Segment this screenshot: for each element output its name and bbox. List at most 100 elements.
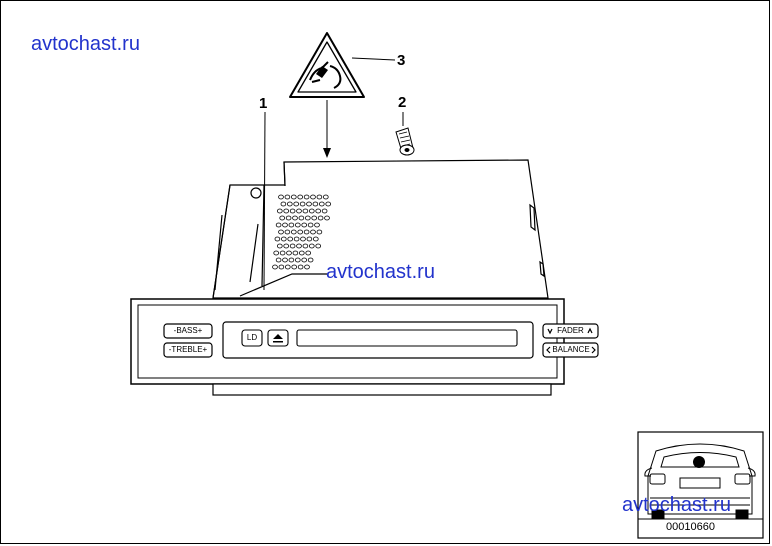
vent-hole (293, 201, 300, 207)
vent-hole (289, 208, 296, 214)
vent-hole (317, 215, 324, 221)
vent-hole (292, 250, 299, 256)
balance-arrow-icon (546, 346, 596, 354)
vent-hole (276, 208, 283, 214)
vent-hole (275, 222, 282, 228)
vent-hole (297, 264, 304, 270)
vent-hole (288, 222, 295, 228)
vent-hole (284, 264, 291, 270)
car-rear-icon (637, 431, 764, 539)
vent-hole (297, 194, 304, 200)
leader-line-1 (263, 111, 266, 291)
vent-hole (306, 201, 312, 207)
balance-button[interactable] (542, 342, 599, 358)
location-marker (693, 456, 705, 468)
vent-hole (278, 264, 285, 270)
vent-hole (314, 222, 320, 228)
vent-hole (278, 229, 284, 235)
vent-hole (304, 264, 310, 270)
vent-hole (274, 236, 281, 242)
vent-hole (316, 229, 323, 235)
vent-hole (275, 257, 282, 263)
vent-hole (303, 194, 310, 200)
vent-hole (293, 236, 300, 242)
arrow-head (323, 148, 331, 158)
vent-hole (291, 264, 298, 270)
vent-hole (285, 215, 292, 221)
vent-hole (311, 215, 318, 221)
vent-hole (280, 201, 287, 207)
cd-slot (296, 329, 518, 347)
vent-hole (307, 257, 314, 263)
vent-hole (286, 250, 292, 256)
vent-hole (298, 250, 305, 256)
vent-hole (284, 194, 291, 200)
callout-3: 3 (397, 52, 406, 69)
vent-hole (316, 194, 323, 200)
vent-hole (303, 229, 310, 235)
warning-triangle-icon (289, 32, 365, 98)
treble-button[interactable] (163, 342, 213, 358)
vent-hole (279, 250, 286, 256)
watermark-bottom: avtochast.ru (622, 494, 731, 516)
vent-hole (283, 243, 290, 249)
bass-label: -BASS+ (173, 326, 203, 335)
radio-housing (212, 159, 549, 299)
front-panel (130, 298, 599, 396)
callout-2: 2 (398, 94, 407, 111)
vent-hole (306, 236, 313, 242)
vent-hole (282, 257, 288, 263)
watermark-top: avtochast.ru (31, 33, 140, 55)
vent-hole (286, 201, 293, 207)
vent-hole (296, 208, 302, 214)
vent-hole (283, 208, 290, 214)
vent-hole (290, 194, 297, 200)
vent-hole (296, 243, 302, 249)
bass-button[interactable] (163, 323, 213, 339)
vent-hole (315, 243, 322, 249)
vent-hole (273, 250, 280, 256)
vent-hole (297, 229, 304, 235)
ld-button[interactable] (241, 329, 263, 347)
vent-hole (289, 243, 296, 249)
vent-hole (310, 194, 316, 200)
vent-hole (310, 229, 316, 235)
vent-hole (312, 201, 319, 207)
vent-hole (300, 236, 306, 242)
vent-hole (288, 257, 295, 263)
vent-hole (282, 222, 288, 228)
vent-hole (301, 222, 308, 228)
vent-hole (290, 229, 297, 235)
ld-label: LD (246, 333, 258, 342)
vent-hole (278, 194, 284, 200)
balance-label: BALANCE (552, 345, 590, 354)
vent-hole (308, 243, 315, 249)
vent-hole (301, 257, 308, 263)
eject-icon (273, 334, 283, 343)
vent-hole (322, 194, 329, 200)
vent-hole (294, 222, 301, 228)
vent-hole (272, 264, 278, 270)
vent-hole (294, 257, 301, 263)
vent-hole (325, 201, 332, 207)
part-number: 00010660 (666, 521, 715, 533)
vent-hole (298, 215, 305, 221)
fader-label: FADER (557, 326, 584, 335)
vent-hole (312, 236, 319, 242)
vent-hole (321, 208, 328, 214)
callout-1: 1 (259, 95, 268, 112)
treble-label: -TREBLE+ (168, 345, 208, 354)
vent-hole (280, 236, 287, 242)
leader-line-3 (351, 57, 396, 61)
fader-arrow-icon (547, 327, 593, 335)
vent-hole (315, 208, 322, 214)
vent-hole (284, 229, 291, 235)
vent-hole (279, 215, 286, 221)
fader-button[interactable] (542, 323, 599, 339)
vent-hole (302, 243, 309, 249)
vent-hole (302, 208, 309, 214)
vent-hole (305, 250, 312, 256)
vent-hole (287, 236, 294, 242)
